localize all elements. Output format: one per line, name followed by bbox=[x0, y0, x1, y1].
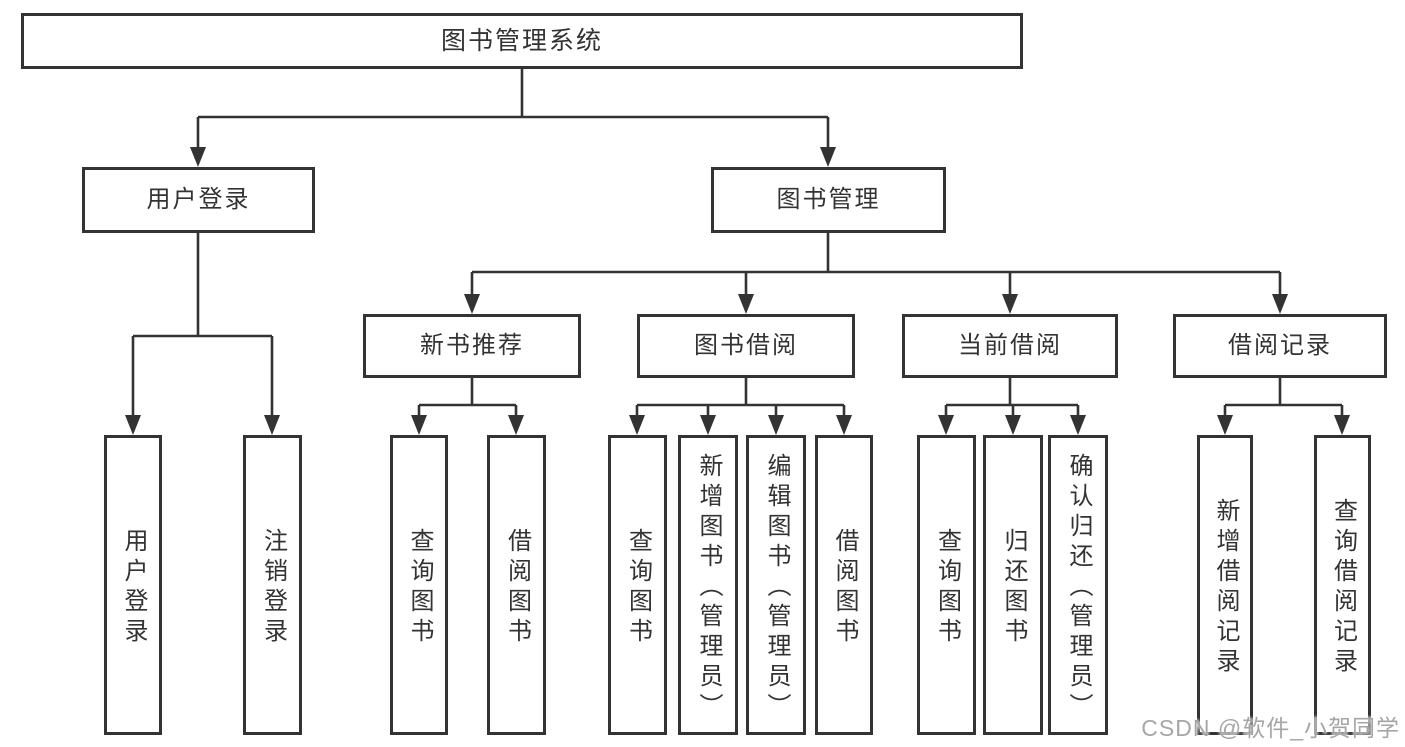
leaf-query-books-borrow: 查询图书 bbox=[608, 435, 667, 735]
leaf-borrow-books-recommend: 借阅图书 bbox=[487, 435, 546, 735]
node-borrow-records: 借阅记录 bbox=[1173, 314, 1387, 378]
leaf-add-book-admin-label: 新增图书（管理员） bbox=[695, 453, 722, 723]
leaf-borrow-books-recommend-label: 借阅图书 bbox=[503, 528, 531, 648]
leaf-logout: 注销登录 bbox=[243, 435, 302, 735]
node-book-management: 图书管理 bbox=[711, 167, 946, 233]
leaf-add-borrow-record: 新增借阅记录 bbox=[1197, 435, 1253, 735]
node-book-borrow-label: 图书借阅 bbox=[694, 332, 798, 359]
leaf-borrow-books: 借阅图书 bbox=[815, 435, 873, 735]
leaf-edit-book-admin-label: 编辑图书（管理员） bbox=[763, 453, 790, 723]
leaf-query-borrow-record-label: 查询借阅记录 bbox=[1329, 498, 1357, 678]
node-book-borrow: 图书借阅 bbox=[637, 314, 855, 378]
arrowhead-icons bbox=[125, 147, 1350, 435]
node-new-book-recommend: 新书推荐 bbox=[363, 314, 581, 378]
leaf-query-books-recommend-label: 查询图书 bbox=[406, 528, 433, 648]
leaf-user-login-label: 用户登录 bbox=[120, 528, 147, 648]
leaf-add-book-admin: 新增图书（管理员） bbox=[678, 435, 738, 735]
leaf-return-books: 归还图书 bbox=[983, 435, 1043, 735]
leaf-confirm-return-admin-label: 确认归还（管理员） bbox=[1065, 453, 1092, 723]
node-current-borrow-label: 当前借阅 bbox=[958, 332, 1062, 359]
node-root: 图书管理系统 bbox=[21, 13, 1023, 69]
node-borrow-records-label: 借阅记录 bbox=[1228, 332, 1332, 359]
leaf-borrow-books-label: 借阅图书 bbox=[831, 528, 858, 648]
leaf-user-login: 用户登录 bbox=[104, 435, 162, 735]
watermark: CSDN @软件_小贺同学 bbox=[1141, 715, 1400, 741]
leaf-edit-book-admin: 编辑图书（管理员） bbox=[746, 435, 806, 735]
leaf-query-books-recommend: 查询图书 bbox=[390, 435, 448, 735]
node-new-book-recommend-label: 新书推荐 bbox=[420, 332, 524, 359]
leaf-query-borrow-record: 查询借阅记录 bbox=[1314, 435, 1371, 735]
leaf-query-books-current-label: 查询图书 bbox=[933, 528, 961, 648]
node-user-login-label: 用户登录 bbox=[146, 186, 251, 213]
node-root-label: 图书管理系统 bbox=[440, 26, 603, 55]
leaf-confirm-return-admin: 确认归还（管理员） bbox=[1048, 435, 1108, 735]
leaf-query-books-borrow-label: 查询图书 bbox=[624, 528, 652, 648]
node-book-management-label: 图书管理 bbox=[776, 186, 881, 213]
node-user-login: 用户登录 bbox=[82, 167, 315, 233]
leaf-query-books-current: 查询图书 bbox=[917, 435, 976, 735]
leaf-logout-label: 注销登录 bbox=[259, 528, 287, 648]
leaf-return-books-label: 归还图书 bbox=[1000, 528, 1027, 648]
node-current-borrow: 当前借阅 bbox=[902, 314, 1118, 378]
leaf-add-borrow-record-label: 新增借阅记录 bbox=[1212, 498, 1239, 678]
connector-paths bbox=[131, 69, 1344, 418]
